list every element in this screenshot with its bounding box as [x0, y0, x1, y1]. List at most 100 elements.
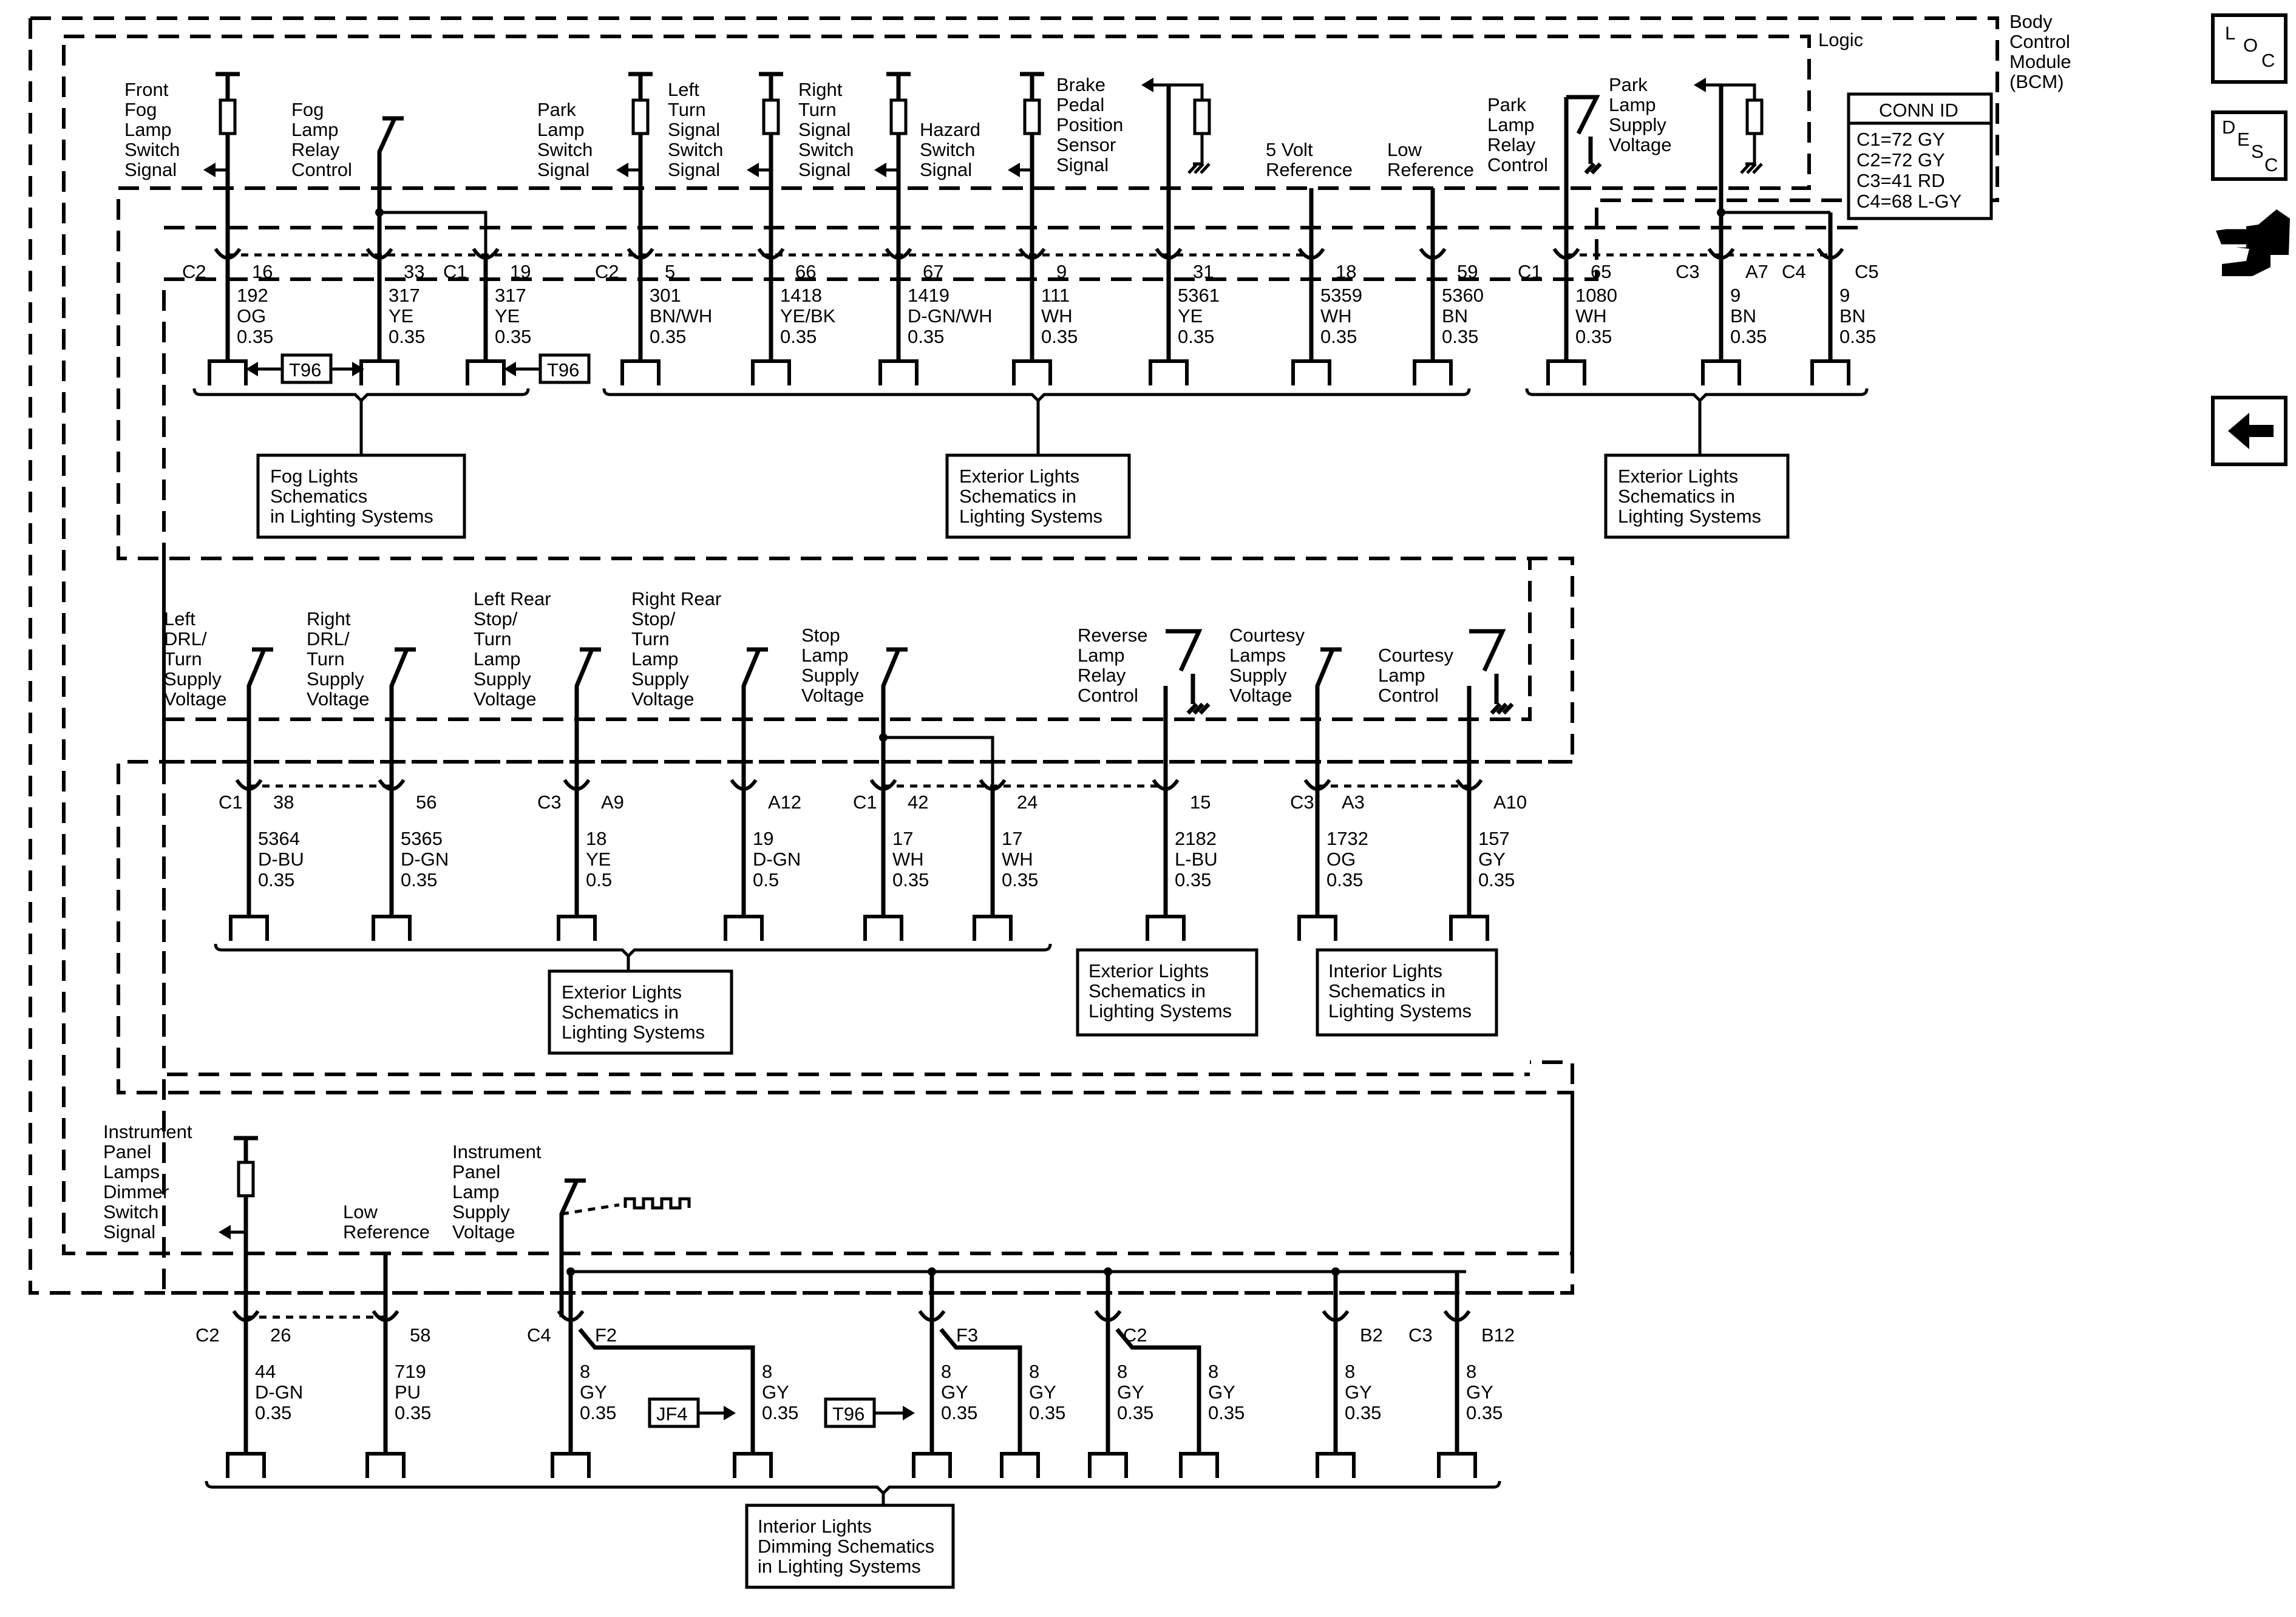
svg-text:O: O [2243, 35, 2258, 56]
row3-connector-names: C2 C4 C2 C3 [195, 1324, 1433, 1346]
t96-reference-left[interactable]: T96 [246, 353, 364, 384]
svg-text:C2: C2 [1123, 1324, 1147, 1346]
row1-terminals [208, 359, 1850, 385]
svg-text:C: C [2261, 50, 2275, 71]
svg-text:C3: C3 [1290, 792, 1314, 813]
svg-text:C3: C3 [1408, 1324, 1433, 1346]
svg-text:C1: C1 [219, 792, 243, 813]
row2-connector-names: C1 C3 C1 C3 [219, 792, 1314, 813]
svg-text:C2: C2 [195, 1324, 220, 1346]
svg-text:D: D [2222, 117, 2235, 138]
conn-id-row: C3=41 RD [1856, 170, 1945, 191]
row2-terminals [229, 915, 1489, 941]
svg-text:L: L [2225, 22, 2235, 44]
svg-text:C3: C3 [537, 792, 562, 813]
svg-text:C1: C1 [1518, 261, 1542, 282]
row3-brackets [205, 1480, 1501, 1505]
svg-text:S: S [2251, 141, 2264, 162]
conn-id-row: C2=72 GY [1856, 149, 1945, 171]
conn-id-box: CONN ID C1=72 GY C2=72 GY C3=41 RD C4=68… [1847, 92, 1993, 220]
svg-text:C3: C3 [1676, 261, 1700, 282]
row1-wiring [203, 72, 1833, 361]
row3-terminals [226, 1452, 1477, 1478]
conn-id-row: C1=72 GY [1856, 129, 1945, 150]
row3-wiring [219, 1136, 1466, 1454]
back-arrow-icon[interactable] [2211, 396, 2288, 466]
conn-id-title: CONN ID [1879, 100, 1958, 121]
svg-text:JF4: JF4 [656, 1403, 688, 1425]
svg-text:E: E [2237, 129, 2250, 150]
jf4-reference[interactable]: JF4 [648, 1397, 736, 1428]
t96-reference-bottom[interactable]: T96 [824, 1397, 915, 1428]
t96-reference-right[interactable]: T96 [504, 353, 591, 384]
connector-tool-icon[interactable] [2216, 209, 2290, 276]
svg-text:C1: C1 [853, 792, 877, 813]
row1-brackets [192, 388, 1869, 455]
loc-icon[interactable]: LOC [2211, 13, 2288, 84]
svg-text:T96: T96 [832, 1403, 864, 1425]
row3-connector-symbols [232, 1310, 1471, 1322]
svg-text:C4: C4 [1782, 261, 1806, 282]
svg-text:C2: C2 [182, 261, 206, 282]
svg-text:C: C [2264, 154, 2278, 175]
row1-connector-names: C2 C1 C2 C1 C3 C4 [182, 261, 1806, 282]
svg-text:C2: C2 [595, 261, 619, 282]
row2-brackets [214, 943, 1052, 971]
logic-outline [62, 35, 1811, 1255]
